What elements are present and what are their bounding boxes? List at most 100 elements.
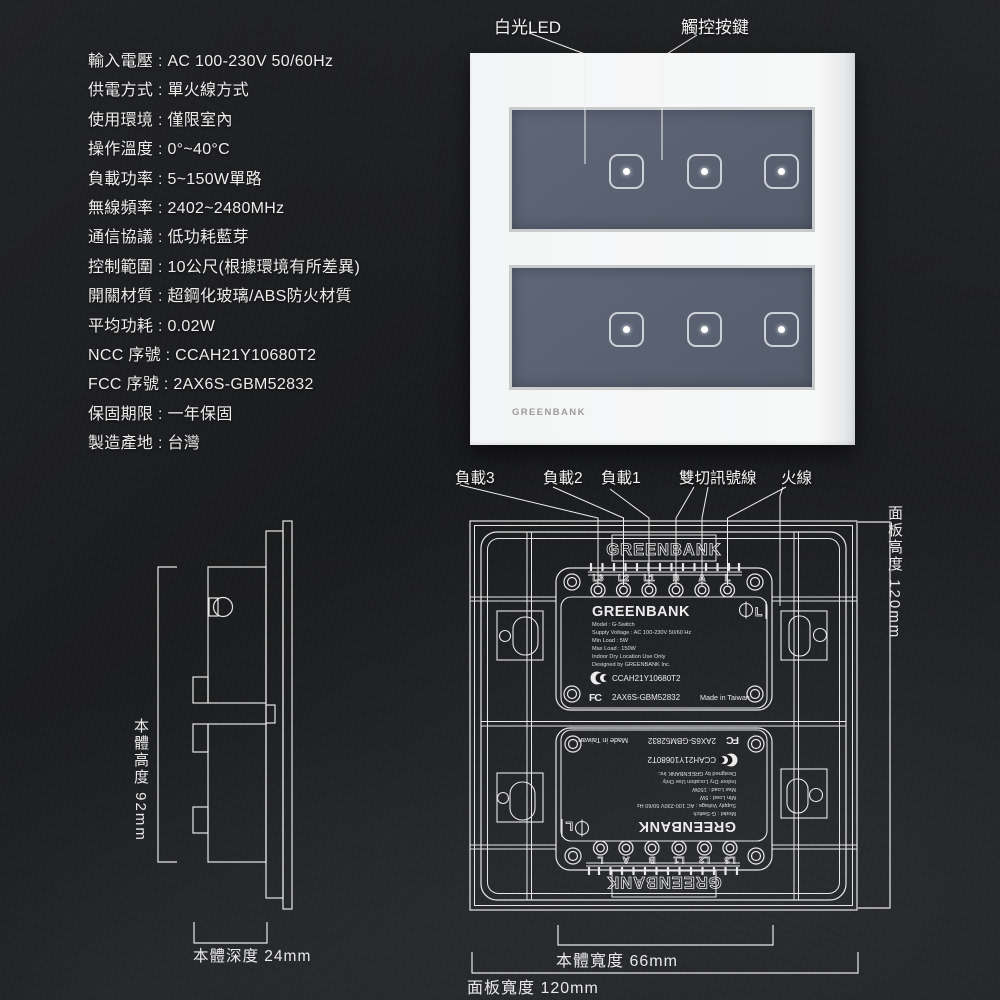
- spec-row: 控制範圍 : 10公尺(根據環境有所差異): [88, 253, 360, 282]
- callout-load2: 負載2: [543, 470, 583, 487]
- callout-two-way-signal: 雙切訊號線: [679, 470, 757, 487]
- label-model: Model : G-Switch: [592, 622, 635, 628]
- spec-row: FCC 序號 : 2AX6S-GBM52832: [88, 370, 360, 399]
- terminal-l2: L2: [618, 573, 629, 584]
- spec-separator: :: [153, 53, 168, 70]
- spec-label: 供電方式: [88, 82, 154, 100]
- led-dot-icon: [778, 168, 785, 175]
- touch-button-5: [686, 312, 722, 347]
- module-label-block: GREENBANK Model : G-Switch Supply Voltag…: [589, 604, 750, 704]
- spec-label: 輸入電壓: [88, 53, 154, 70]
- l-mark-text: L: [755, 605, 762, 619]
- terminal-screws: [590, 582, 736, 598]
- label-max-load: Max Load : 150W: [592, 646, 637, 652]
- spec-value: 10公尺(根據環境有所差異): [167, 258, 361, 276]
- body-depth-bracket: [193, 922, 268, 944]
- led-dot-icon: [700, 326, 708, 333]
- spec-label: 無線頻率: [88, 200, 154, 218]
- spec-label: 製造產地: [88, 435, 154, 453]
- label-designed: Designed by GREENBANK Inc.: [592, 662, 671, 668]
- callout-white-led: 白光LED: [494, 18, 562, 37]
- touch-button-3: [764, 154, 799, 189]
- body-height-bracket: [157, 566, 177, 863]
- spec-value: 低功耗藍芽: [167, 229, 249, 247]
- spec-row: 輸入電壓 : AC 100-230V 50/60Hz: [88, 47, 360, 76]
- callout-live-wire: 火線: [781, 470, 813, 487]
- callout-touch-button: 觸控按鍵: [681, 18, 749, 37]
- spec-row: 操作溫度 : 0°~40°C: [88, 135, 360, 164]
- front-leader-lines: [528, 32, 698, 164]
- terminal-l1: L1: [643, 573, 655, 584]
- spec-value: CCAH21Y10680T2: [175, 347, 317, 365]
- spec-value: 單火線方式: [167, 82, 249, 100]
- spec-label: 平均功耗: [88, 317, 154, 335]
- spec-row: 平均功耗 : 0.02W: [88, 312, 360, 341]
- spec-label: 操作溫度: [88, 141, 154, 159]
- spec-value: AC 100-230V 50/60Hz: [167, 53, 334, 70]
- spec-separator: :: [153, 435, 168, 453]
- spec-value: 0°~40°C: [167, 141, 230, 159]
- spec-row: 無線頻率 : 2402~2480MHz: [88, 194, 360, 223]
- spec-row: 通信協議 : 低功耗藍芽: [88, 223, 360, 252]
- spec-separator: :: [160, 347, 176, 365]
- ncc-logo-icon: [590, 671, 610, 685]
- callout-load1: 負載1: [601, 470, 641, 487]
- spec-row: 製造產地 : 台灣: [88, 429, 360, 458]
- spec-row: NCC 序號 : CCAH21Y10680T2: [88, 341, 360, 370]
- terminal-l3: L3: [592, 573, 603, 584]
- rear-brand-box-top: GREENBANK: [606, 534, 721, 562]
- spec-separator: :: [153, 288, 168, 306]
- glass-row-2: [509, 265, 815, 390]
- spec-row: 使用環境 : 僅限室內: [88, 106, 360, 135]
- spec-row: 負載功率 : 5~150W單路: [88, 165, 360, 194]
- label-indoor: Indoor Dry Location Use Only: [592, 654, 666, 660]
- front-brand-logo: GREENBANK: [512, 407, 586, 418]
- spec-separator: :: [153, 229, 168, 247]
- spec-row: 供電方式 : 單火線方式: [88, 76, 360, 105]
- spec-list: 輸入電壓 : AC 100-230V 50/60Hz 供電方式 : 單火線方式 …: [88, 47, 360, 459]
- front-panel: [470, 53, 855, 445]
- dim-panel-width: 面板寬度 120mm: [467, 980, 599, 997]
- touch-button-1: [609, 154, 644, 189]
- led-dot-icon: [623, 168, 630, 175]
- spec-label: 控制範圍: [88, 258, 154, 276]
- spec-separator: :: [153, 200, 168, 218]
- terminal-l: L: [725, 573, 731, 584]
- terminal-a: A: [699, 573, 706, 584]
- fcc-id: 2AX6S-GBM52832: [612, 693, 681, 702]
- spec-row: 保固期限 : 一年保固: [88, 400, 360, 429]
- fcc-logo-icon: FC: [589, 692, 602, 704]
- spec-label: FCC 序號: [88, 376, 160, 394]
- dim-body-depth: 本體深度 24mm: [193, 948, 312, 965]
- made-in: Made in Taiwan: [700, 693, 750, 702]
- touch-button-6: [764, 312, 799, 347]
- spec-value: 超鋼化玻璃/ABS防火材質: [167, 288, 352, 306]
- panel-width-bracket: [471, 952, 859, 974]
- switch-module: L3 L2 L1 B A L L GREENBANK Mode: [555, 563, 773, 711]
- spec-value: 一年保固: [167, 405, 233, 423]
- label-min-load: Min Load : 5W: [592, 638, 629, 644]
- spec-separator: :: [153, 141, 168, 159]
- touch-button-2: [686, 154, 722, 189]
- spec-value: 2402~2480MHz: [167, 200, 285, 218]
- side-view-diagram: [157, 520, 293, 944]
- spec-label: 負載功率: [88, 170, 154, 188]
- rear-leader-lines: [459, 484, 787, 606]
- rear-brand-outline-text: GREENBANK: [606, 541, 721, 559]
- spec-label: 使用環境: [88, 111, 154, 129]
- spec-row: 開關材質 : 超鋼化玻璃/ABS防火材質: [88, 282, 360, 311]
- rear-view-diagram: GREENBANK GREENBANK: [459, 484, 891, 974]
- ncc-id: CCAH21Y10680T2: [612, 674, 681, 683]
- terminal-b: B: [673, 573, 680, 584]
- body-width-bracket: [557, 925, 774, 946]
- spec-label: 保固期限: [88, 405, 154, 423]
- module-screws: [563, 573, 764, 703]
- spec-value: 0.02W: [167, 317, 216, 335]
- terminal-labels: L3 L2 L1 B A L: [592, 573, 731, 585]
- rear-brand-box-bottom: GREENBANK: [606, 870, 722, 898]
- spec-separator: :: [153, 405, 168, 423]
- touch-button-4: [609, 312, 644, 347]
- spec-separator: :: [153, 258, 168, 276]
